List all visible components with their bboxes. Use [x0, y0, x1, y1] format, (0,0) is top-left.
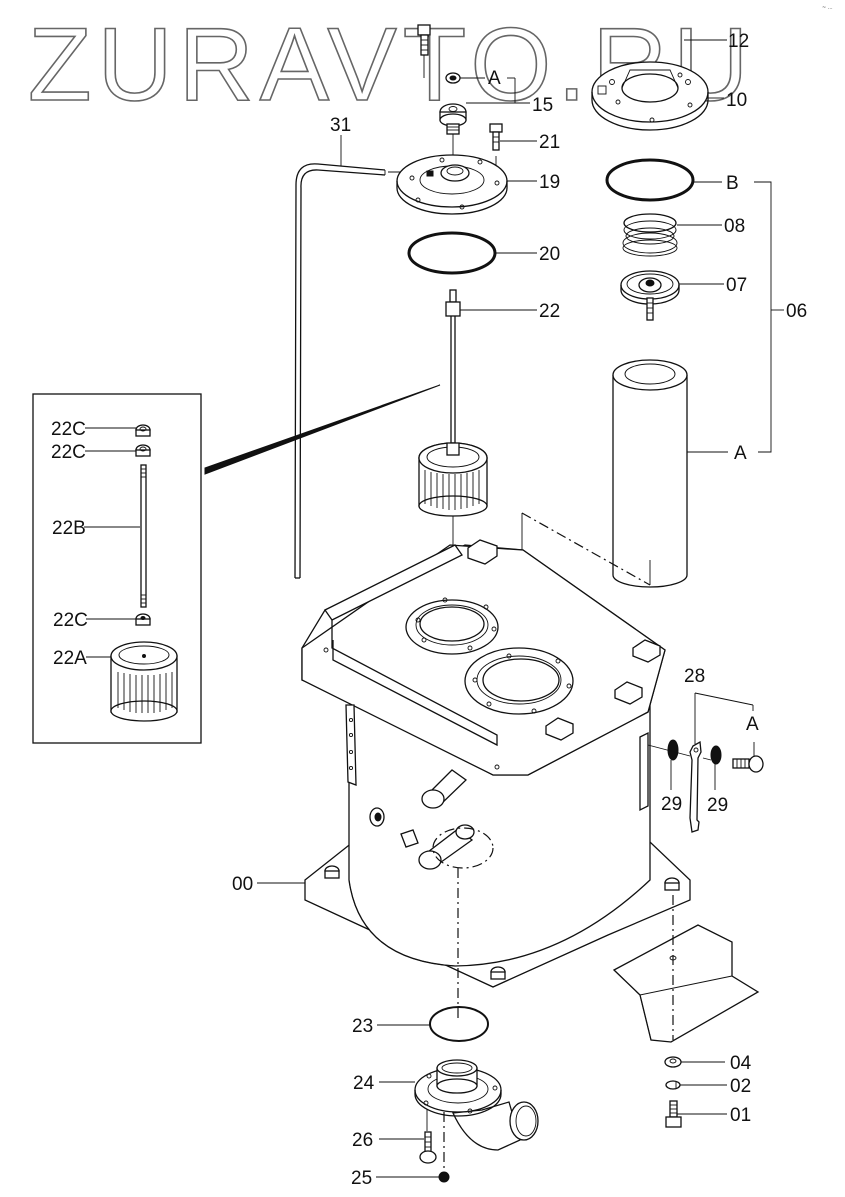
inset-label-22c-2: 22C [51, 442, 86, 463]
callout-15: 15 [532, 95, 553, 116]
callout-00: 00 [232, 874, 253, 895]
part-01-bolt [665, 1100, 682, 1128]
part-10-cover [591, 61, 709, 131]
inset-label-22a: 22A [53, 648, 87, 669]
part-24-elbow [414, 1059, 539, 1151]
callout-29-right: 29 [707, 795, 728, 816]
callout-29-left: 29 [661, 794, 682, 815]
callout-06: 06 [786, 301, 807, 322]
callout-labels: 12 A 10 15 31 21 19 B 08 20 07 06 22 A 2… [232, 31, 807, 1189]
callout-20: 20 [539, 244, 560, 265]
part-00-tank [301, 539, 691, 1018]
inset-label-22b: 22B [52, 518, 86, 539]
mount-bracket [612, 895, 760, 1043]
part-04-washer [664, 1056, 682, 1068]
callout-26: 26 [352, 1130, 373, 1151]
callout-28-a: A [746, 714, 759, 735]
part-15-plug [439, 72, 467, 165]
callout-24: 24 [353, 1073, 375, 1094]
callout-22: 22 [539, 301, 560, 322]
part-29-washer-right [710, 745, 722, 765]
callout-04: 04 [730, 1053, 752, 1074]
callout-02: 02 [730, 1076, 751, 1097]
part-08-spring [622, 213, 678, 257]
inset-leader [204, 384, 441, 475]
part-29-washer-left [667, 739, 679, 761]
inset-label-22c-3: 22C [53, 610, 88, 631]
callout-31: 31 [330, 115, 351, 136]
callout-b: B [726, 173, 739, 194]
inset-label-22c-1: 22C [51, 419, 86, 440]
part-20-oring [407, 231, 497, 275]
part-07-valve [620, 270, 680, 321]
callout-07: 07 [726, 275, 747, 296]
callout-08: 08 [724, 216, 745, 237]
callout-12: 12 [728, 31, 749, 52]
callout-19: 19 [539, 172, 560, 193]
part-a-bolt [732, 755, 764, 773]
corner-mark: ~ ... [822, 5, 833, 11]
part-23-oring [429, 1006, 489, 1042]
inset-box [32, 393, 202, 744]
part-12-bolt [417, 24, 431, 78]
part-02-lock-washer [665, 1080, 681, 1090]
callout-06-a: A [734, 443, 747, 464]
part-28-link [689, 740, 702, 833]
callout-01: 01 [730, 1105, 751, 1126]
part-31-pipe [294, 163, 437, 579]
part-a-filter-element [612, 359, 688, 588]
part-19-flange [396, 154, 508, 215]
callout-21: 21 [539, 132, 560, 153]
bracket-06 [754, 181, 784, 453]
part-25-plug [438, 1112, 450, 1183]
callout-28: 28 [684, 666, 705, 687]
callout-25: 25 [351, 1168, 372, 1189]
callout-15-a: A [488, 68, 501, 89]
callout-10: 10 [726, 90, 747, 111]
part-22-strainer [418, 289, 488, 625]
inset-labels: 22C 22C 22B 22C 22A [51, 419, 88, 669]
callout-23: 23 [352, 1016, 373, 1037]
part-b-oring [605, 158, 695, 202]
part-26-bolt [419, 1109, 437, 1164]
